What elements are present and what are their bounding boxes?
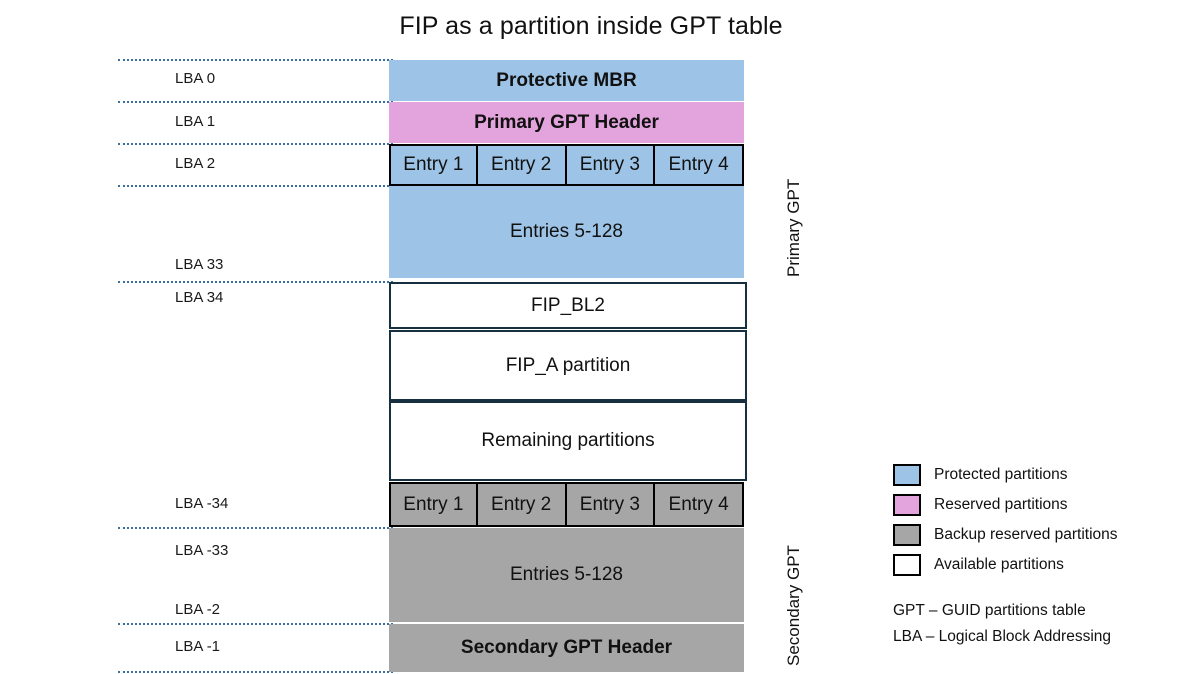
guide-line: [118, 185, 393, 187]
guide-line: [118, 671, 393, 673]
legend-swatch-icon: [893, 464, 921, 486]
legend-item: Available partitions: [893, 550, 1163, 580]
lba-label: LBA -34: [175, 495, 229, 512]
gpt-entry-cell: Entry 1: [389, 482, 478, 527]
legend-swatch-icon: [893, 524, 921, 546]
protective-mbr: Protective MBR: [389, 60, 744, 101]
legend-item: Backup reserved partitions: [893, 520, 1163, 550]
lba-label: LBA 33: [175, 256, 224, 273]
guide-line: [118, 143, 393, 145]
legend-item-label: Backup reserved partitions: [934, 526, 1118, 543]
legend-swatch-icon: [893, 554, 921, 576]
legend-item: Reserved partitions: [893, 490, 1163, 520]
legend-item: Protected partitions: [893, 460, 1163, 490]
guide-line: [118, 527, 393, 529]
guide-line: [118, 59, 393, 61]
gpt-entry-cell: Entry 1: [389, 144, 478, 186]
lba-label: LBA -1: [175, 638, 221, 655]
remaining-partitions: Remaining partitions: [389, 401, 747, 481]
lba-label: LBA 0: [175, 70, 216, 87]
legend-item-label: Reserved partitions: [934, 496, 1068, 513]
legend-swatch-icon: [893, 494, 921, 516]
secondary-entries-5-128: Entries 5-128: [389, 528, 744, 622]
fip-a-partition: FIP_A partition: [389, 330, 747, 401]
primary-gpt-bracket-label: Primary GPT: [784, 178, 803, 277]
page-title: FIP as a partition inside GPT table: [399, 12, 783, 40]
secondary-gpt-header: Secondary GPT Header: [389, 624, 744, 672]
legend-item-label: Available partitions: [934, 556, 1064, 573]
secondary-gpt-bracket-label: Secondary GPT: [784, 545, 803, 666]
guide-line: [118, 101, 393, 103]
primary-gpt-header: Primary GPT Header: [389, 102, 744, 143]
lba-label: LBA -33: [175, 542, 229, 559]
legend-item-label: Protected partitions: [934, 466, 1068, 483]
gpt-entry-cell: Entry 4: [653, 482, 744, 527]
gpt-entry-cell: Entry 2: [475, 144, 567, 186]
lba-label: LBA 1: [175, 113, 216, 130]
guide-line: [118, 281, 393, 283]
lba-label: LBA 2: [175, 155, 216, 172]
lba-label: LBA 34: [175, 289, 224, 306]
guide-line: [118, 623, 393, 625]
lba-label: LBA -2: [175, 601, 221, 618]
primary-entries-5-128: Entries 5-128: [389, 186, 744, 278]
abbreviation-line: GPT – GUID partitions table: [893, 602, 1086, 619]
gpt-entry-cell: Entry 3: [564, 144, 656, 186]
abbreviation-line: LBA – Logical Block Addressing: [893, 628, 1111, 645]
fip-bl2: FIP_BL2: [389, 282, 747, 329]
gpt-entry-cell: Entry 4: [653, 144, 744, 186]
gpt-entry-cell: Entry 2: [475, 482, 567, 527]
gpt-entry-cell: Entry 3: [564, 482, 656, 527]
